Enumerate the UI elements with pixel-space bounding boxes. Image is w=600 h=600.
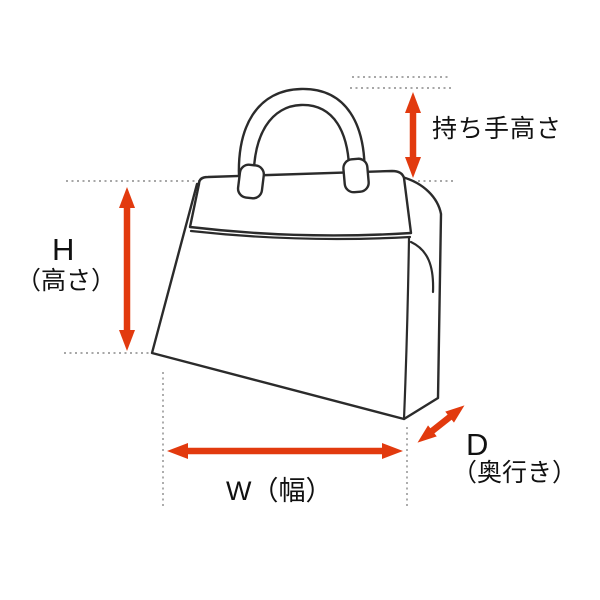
- width-arrow-head-right: [382, 443, 403, 459]
- depth-name-label: （奥行き）: [452, 459, 578, 487]
- handle-ring-left: [236, 163, 266, 200]
- handle-ring-right: [342, 157, 370, 194]
- height-arrow-head-top: [119, 187, 135, 208]
- height-letter-label: H: [52, 232, 75, 267]
- height-name-label: （高さ）: [16, 267, 117, 295]
- bag-flap: [188, 169, 413, 237]
- depth-arrow: [417, 405, 465, 443]
- bag-front-right-edge: [402, 236, 411, 421]
- handle-height-arrow-head-top: [405, 92, 421, 113]
- width-arrow: [167, 443, 403, 459]
- bag-flap-edge: [189, 229, 412, 241]
- depth-arrow-shaft: [429, 413, 453, 435]
- height-arrow-head-bottom: [119, 330, 135, 351]
- handle-height-label: 持ち手高さ: [432, 115, 563, 143]
- bag-gusset-curve: [409, 240, 435, 294]
- handle-height-arrow-head-bottom: [405, 157, 421, 178]
- depth-letter-label: D: [466, 427, 489, 462]
- height-arrow: [119, 187, 135, 351]
- depth-arrow-head-back: [445, 405, 465, 423]
- handle-height-arrow: [405, 92, 421, 178]
- width-label: W（幅）: [226, 476, 333, 506]
- bag-illustration: [150, 87, 443, 421]
- dimension-arrows: [119, 92, 465, 459]
- width-arrow-head-left: [167, 443, 188, 459]
- bag-body: [150, 175, 443, 421]
- depth-arrow-head-front: [417, 425, 437, 443]
